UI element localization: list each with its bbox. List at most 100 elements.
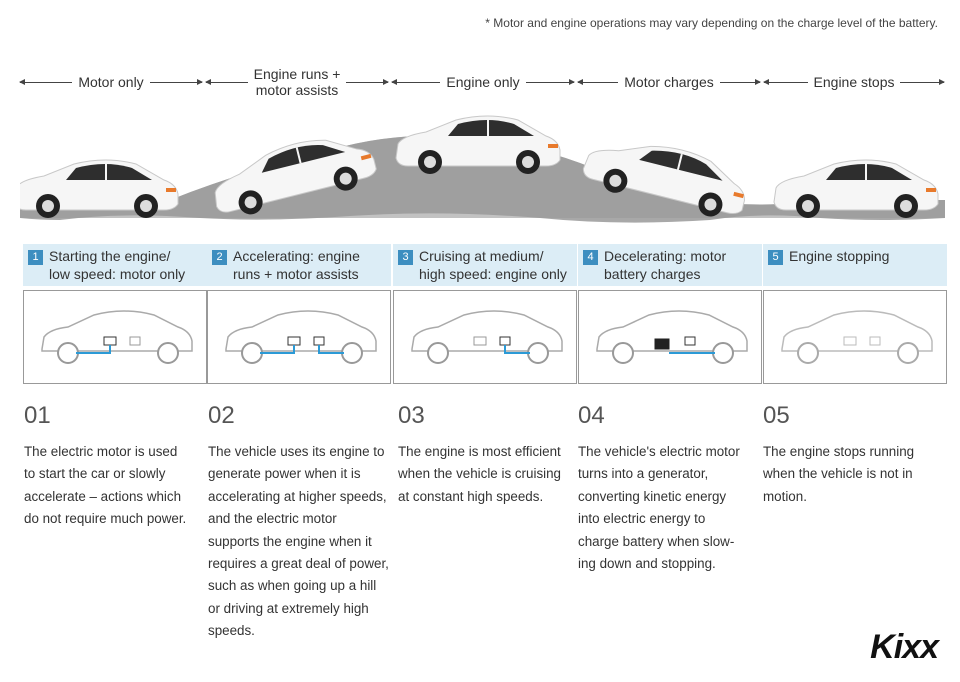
description-line: requires a great deal of power, [208,556,389,572]
card-number: 1 [28,250,43,265]
card-title: Cruising at medium/ high speed: engine o… [419,247,567,283]
description-line: The vehicle's electric motor [578,444,740,459]
step-description: The vehicle uses its engine to generate … [208,441,389,643]
card-title-line: Engine stopping [789,248,890,264]
car-outline-icon [596,310,748,352]
car-outline-icon [411,310,563,352]
power-flow-icon [504,345,530,354]
engine-icon [499,336,511,346]
card-title: Decelerating: motor battery charges [604,247,726,283]
phase-label: Engine stops [813,74,895,90]
description-line: ing down and stopping. [578,556,716,572]
right-arrow-icon [900,78,945,85]
step-description: The electric motor is used to start the … [24,441,186,531]
card-number: 4 [583,250,598,265]
description-line: The vehicle uses its engine to [208,444,385,459]
phase-label-line: Engine runs + [253,66,341,82]
power-flow-icon [76,345,111,354]
phase-label: Motor charges [624,74,714,90]
description-line: at constant high speeds. [398,488,544,504]
card-title-line: high speed: engine only [419,266,567,282]
phase-engine-stops: Engine stops [763,62,945,102]
description-line: when the vehicle is not in [763,466,913,482]
step-description: The vehicle's electric motor turns into … [578,441,740,575]
step-number: 02 [208,402,235,429]
car-diagram [763,290,947,384]
card-header: 2 Accelerating: engine runs + motor assi… [207,244,391,286]
description-line: accelerating at higher speeds, [208,488,387,504]
left-arrow-icon [205,78,248,85]
card-number: 2 [212,250,227,265]
phase-label-line: motor assists [255,82,339,98]
card-number: 3 [398,250,413,265]
description-line: The electric motor is used [24,444,178,459]
description-line: or driving at extremely high [208,600,369,616]
description-line: to start the car or slowly [24,466,166,482]
battery-note: * Motor and engine operations may vary d… [485,16,938,30]
description-line: The engine stops running [763,444,915,459]
car-3-icon [395,115,561,175]
car-diagram [207,290,391,384]
engine-icon [313,336,325,346]
step-number: 05 [763,402,790,429]
car-outline-icon [225,310,377,352]
phase-motor-charges: Motor charges [576,62,762,102]
hill-scene [20,115,945,225]
engine-icon [869,336,881,346]
step-description: The engine is most efficient when the ve… [398,441,561,508]
card-5: 5 Engine stopping [763,244,947,384]
car-outline-icon [781,310,933,352]
phase-label: Motor only [78,74,144,90]
card-title-line: Starting the engine/ [49,248,171,264]
description-line: The engine is most efficient [398,444,561,459]
card-number: 5 [768,250,783,265]
description-line: generate power when it is [208,466,361,482]
card-title-line: battery charges [604,266,701,282]
car-diagram [578,290,762,384]
description-line: converting kinetic energy [578,488,727,504]
card-2: 2 Accelerating: engine runs + motor assi… [207,244,391,384]
card-title: Starting the engine/ low speed: motor on… [49,247,185,283]
card-header: 5 Engine stopping [763,244,947,286]
description-line: do not require much power. [24,511,187,527]
description-line: when the vehicle is cruising [398,466,562,482]
card-3: 3 Cruising at medium/ high speed: engine… [393,244,577,384]
card-title: Engine stopping [789,247,889,265]
battery-icon [103,336,117,346]
battery-icon [473,336,487,346]
car-outline-icon [41,310,193,352]
phase-label: Engine only [446,74,520,90]
car-5-icon [773,159,939,219]
description-line: charge battery when slow- [578,533,735,549]
card-title-line: Decelerating: motor [604,248,727,264]
description-line: supports the engine when it [208,533,372,549]
left-arrow-icon [18,78,73,85]
phase-engine-runs: Engine runs + motor assists [205,62,389,102]
card-1: 1 Starting the engine/ low speed: motor … [23,244,207,384]
step-description: The engine stops running when the vehicl… [763,441,914,508]
car-1-icon [20,159,179,219]
card-title-line: low speed: motor only [49,266,186,282]
car-diagram [23,290,207,384]
description-line: turns into a generator, [578,466,709,482]
phase-motor-only: Motor only [18,62,204,102]
left-arrow-icon [763,78,808,85]
right-arrow-icon [525,78,576,85]
phase-label: Engine runs + motor assists [248,66,347,98]
card-header: 3 Cruising at medium/ high speed: engine… [393,244,577,286]
phase-row: Motor only Engine runs + motor assists E… [0,62,960,102]
card-header: 1 Starting the engine/ low speed: motor … [23,244,207,286]
right-arrow-icon [346,78,389,85]
power-flow-icon [260,345,344,354]
card-title-line: Cruising at medium/ [419,248,544,264]
step-number: 04 [578,402,605,429]
engine-icon [129,336,141,346]
left-arrow-icon [576,78,619,85]
phase-engine-only: Engine only [390,62,576,102]
step-number: 01 [24,402,51,429]
description-line: speeds. [208,623,255,639]
kixx-logo: Kixx [870,628,939,666]
description-line: motion. [763,488,807,504]
description-line: into electric energy to [578,511,706,527]
right-arrow-icon [719,78,762,85]
